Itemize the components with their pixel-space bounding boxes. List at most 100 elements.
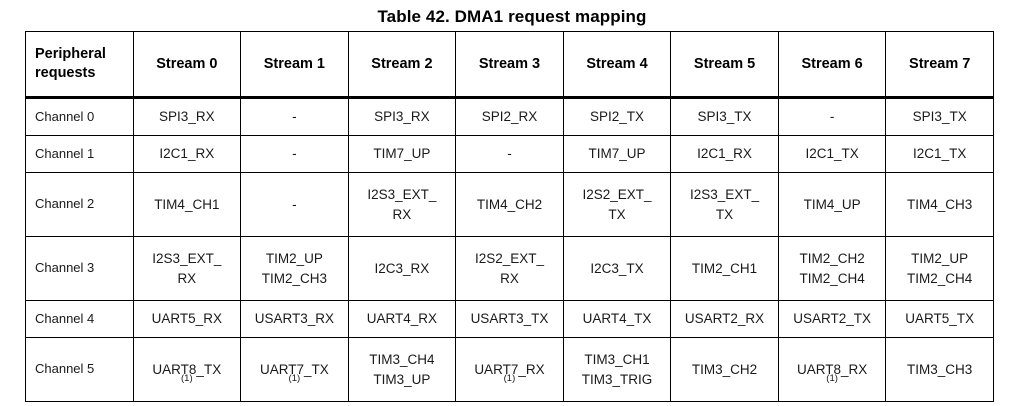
- cell-line: I2S2_EXT_: [582, 186, 652, 202]
- row-header-channel-4: Channel 4: [25, 300, 134, 338]
- cell-channel-2-stream-1: -: [240, 172, 349, 237]
- cell-line: I2C1_RX: [697, 146, 752, 162]
- cell-channel-0-stream-5: SPI3_TX: [670, 97, 779, 136]
- cell-line: I2S3_EXT_: [152, 250, 222, 266]
- cell-line: RX: [392, 206, 412, 222]
- cell-channel-5-stream-3: UART7_RX(1): [455, 337, 564, 402]
- cell-line: TIM4_CH3: [907, 196, 973, 212]
- peripheral-requests-line-2: requests: [35, 65, 96, 81]
- row-header-channel-5: Channel 5: [25, 337, 134, 402]
- header-row: Peripheral requests Stream 0 Stream 1 St…: [25, 31, 994, 99]
- cell-line: I2C1_RX: [159, 146, 215, 162]
- row-header-channel-2: Channel 2: [25, 172, 134, 237]
- cell-line: -: [292, 109, 297, 125]
- cell-channel-0-stream-7: SPI3_TX: [885, 97, 994, 136]
- cell-line: UART4_RX: [366, 311, 438, 327]
- cell-channel-4-stream-2: UART4_RX: [347, 300, 457, 338]
- cell-line: I2C1_TX: [805, 146, 859, 162]
- cell-channel-4-stream-4: UART4_TX: [562, 300, 672, 338]
- cell-channel-1-stream-0: I2C1_RX: [132, 135, 242, 173]
- cell-line: SPI3_TX: [697, 109, 752, 125]
- cell-line: TIM3_TRIG: [581, 371, 653, 387]
- column-header-stream-0: Stream 0: [132, 31, 242, 99]
- cell-channel-4-stream-0: UART5_RX: [132, 300, 242, 338]
- cell-line: I2S3_EXT_: [690, 186, 760, 202]
- cell-line: TX: [715, 206, 734, 222]
- column-header-stream-2: Stream 2: [347, 31, 457, 99]
- cell-line: UART4_TX: [582, 311, 652, 327]
- row-header-channel-0: Channel 0: [25, 97, 134, 136]
- peripheral-requests-line-1: Peripheral: [35, 46, 106, 63]
- cell-line: I2C3_RX: [374, 260, 430, 276]
- cell-line: RX: [500, 270, 519, 286]
- cell-line: UART7_TX(1): [259, 361, 329, 385]
- cell-channel-0-stream-2: SPI3_RX: [347, 97, 457, 136]
- cell-channel-2-stream-5: I2S3_EXT_ TX: [670, 172, 779, 237]
- column-header-stream-3: Stream 3: [455, 31, 564, 99]
- dma1-request-mapping-table: Peripheral requests Stream 0 Stream 1 St…: [25, 31, 994, 402]
- cell-line: I2C3_TX: [590, 260, 644, 276]
- cell-channel-3-stream-5: TIM2_CH1: [670, 236, 779, 301]
- cell-channel-4-stream-6: USART2_TX: [777, 300, 887, 338]
- cell-channel-2-stream-4: I2S2_EXT_TX: [562, 172, 672, 237]
- cell-line: TIM2_CH1: [691, 260, 758, 276]
- cell-channel-3-stream-3: I2S2_EXT_ RX: [455, 236, 564, 301]
- cell-line: TIM7_UP: [588, 146, 646, 162]
- cell-channel-3-stream-0: I2S3_EXT_RX: [132, 236, 242, 301]
- column-header-stream-1: Stream 1: [240, 31, 349, 99]
- cell-line: UART7_RX(1): [474, 361, 545, 385]
- cell-line: UART8_TX(1): [152, 361, 222, 385]
- cell-line: TIM3_CH4: [369, 351, 435, 367]
- cell-channel-3-stream-2: I2C3_RX: [347, 236, 457, 301]
- cell-line: TIM2_CH3: [261, 270, 327, 286]
- cell-line: TIM4_UP: [803, 196, 861, 212]
- cell-channel-1-stream-5: I2C1_RX: [670, 135, 779, 173]
- cell-channel-2-stream-2: I2S3_EXT_ RX: [347, 172, 457, 237]
- cell-line: TIM2_UP: [265, 250, 323, 266]
- cell-channel-4-stream-7: UART5_TX: [885, 300, 994, 338]
- cell-channel-4-stream-5: USART2_RX: [670, 300, 779, 338]
- cell-channel-2-stream-6: TIM4_UP: [777, 172, 887, 237]
- cell-channel-3-stream-1: TIM2_UP TIM2_CH3: [240, 236, 349, 301]
- table-container: Peripheral requests Stream 0 Stream 1 St…: [25, 31, 994, 402]
- cell-line: -: [829, 109, 835, 125]
- cell-channel-5-stream-0: UART8_TX(1): [132, 337, 242, 402]
- cell-channel-1-stream-6: I2C1_TX: [777, 135, 887, 173]
- cell-line: I2S3_EXT_: [367, 186, 437, 202]
- cell-channel-0-stream-0: SPI3_RX: [132, 97, 242, 136]
- cell-line: I2S2_EXT_: [474, 250, 544, 266]
- cell-line: USART3_TX: [470, 311, 549, 327]
- table-row: Channel 2 TIM4_CH1 - I2S3_EXT_ RX TIM4_CH2 I2S…: [25, 172, 994, 237]
- cell-channel-0-stream-1: -: [240, 97, 349, 136]
- cell-channel-0-stream-4: SPI2_TX: [562, 97, 672, 136]
- column-header-stream-6: Stream 6: [777, 31, 887, 99]
- cell-channel-3-stream-4: I2C3_TX: [562, 236, 672, 301]
- cell-line: TIM7_UP: [373, 146, 431, 162]
- cell-line: USART2_RX: [684, 311, 765, 327]
- cell-line: TIM3_CH1: [584, 351, 650, 367]
- cell-line: USART3_RX: [254, 311, 334, 327]
- cell-line: TIM2_CH4: [907, 270, 973, 286]
- cell-channel-0-stream-6: -: [777, 97, 887, 136]
- column-header-stream-4: Stream 4: [562, 31, 672, 99]
- cell-channel-2-stream-7: TIM4_CH3: [885, 172, 994, 237]
- cell-line: -: [292, 146, 297, 162]
- cell-line: TIM4_CH1: [154, 196, 220, 212]
- cell-line: TIM3_CH2: [691, 361, 758, 377]
- cell-line: TIM3_UP: [373, 371, 431, 387]
- row-header-channel-3: Channel 3: [25, 236, 134, 301]
- cell-line: TIM2_CH2: [799, 250, 865, 266]
- cell-line: UART8_RX(1): [796, 361, 868, 385]
- cell-channel-0-stream-3: SPI2_RX: [455, 97, 564, 136]
- cell-line: TIM4_CH2: [476, 196, 543, 212]
- cell-line: -: [507, 146, 512, 162]
- cell-line: SPI2_RX: [481, 109, 538, 125]
- table-title: Table 42. DMA1 request mapping: [377, 7, 647, 26]
